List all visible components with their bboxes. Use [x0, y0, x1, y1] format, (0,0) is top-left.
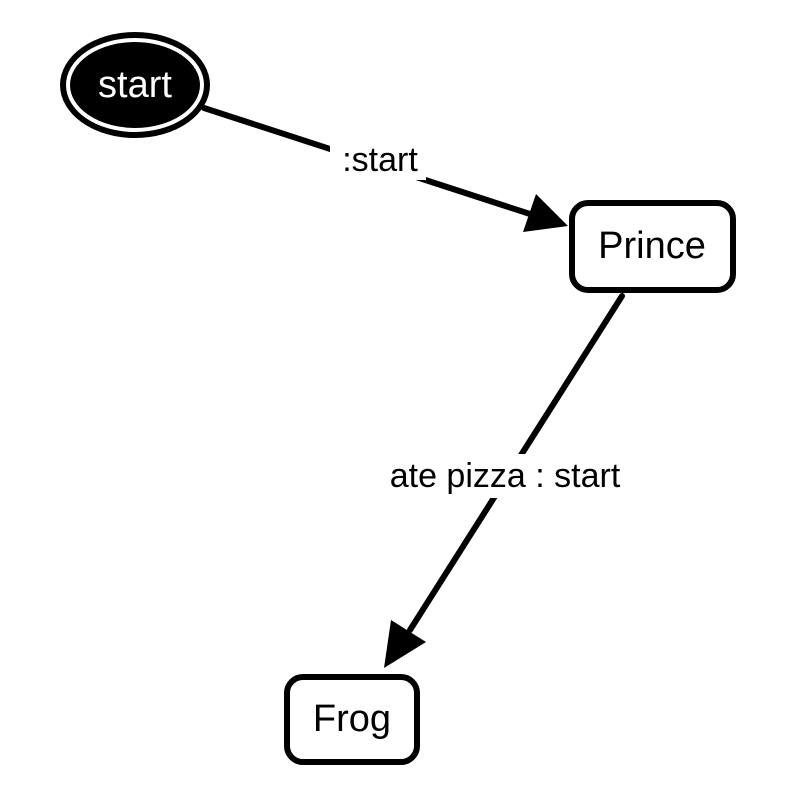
- edge-prince-to-frog: ate pizza : start: [370, 293, 640, 668]
- node-start-inner: [66, 38, 204, 132]
- node-label: start: [98, 64, 172, 106]
- arrowhead-icon: [384, 620, 426, 668]
- node-box: [284, 674, 420, 765]
- edge-start-to-prince: :start: [201, 105, 568, 232]
- node-start: start: [60, 32, 210, 138]
- edge-label-bg: [370, 454, 640, 498]
- edge-label-bg: [330, 140, 426, 180]
- node-box: [569, 200, 736, 293]
- node-label: Frog: [313, 698, 391, 740]
- node-prince: Prince: [569, 200, 736, 293]
- node-frog: Frog: [284, 674, 420, 765]
- edge-label: :start: [342, 141, 418, 179]
- edge-label: ate pizza : start: [390, 457, 621, 495]
- arrowhead-icon: [523, 194, 568, 232]
- node-label: Prince: [598, 225, 706, 267]
